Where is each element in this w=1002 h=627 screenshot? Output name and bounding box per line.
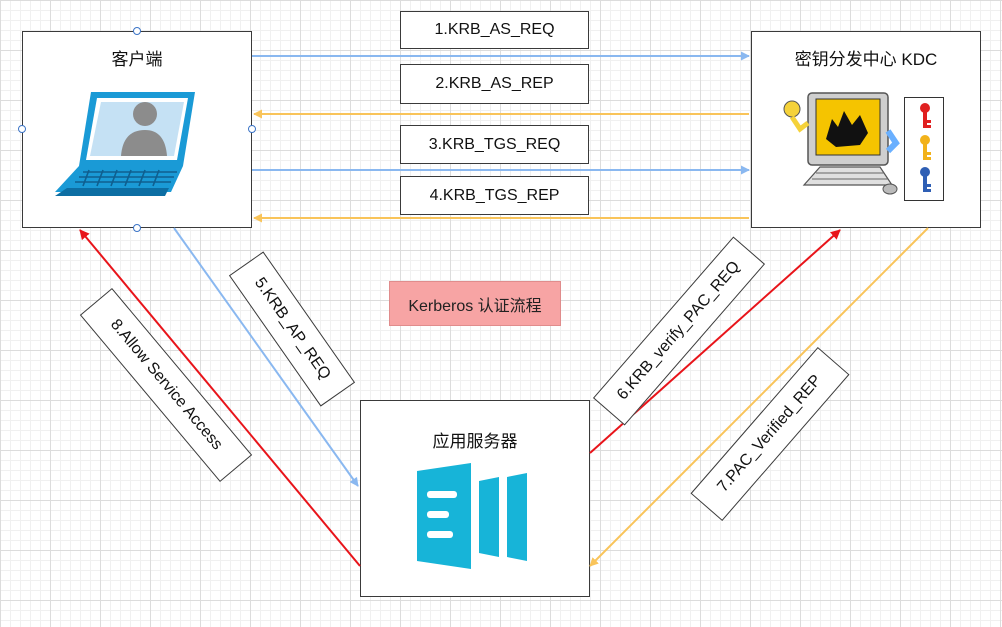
key-panel — [904, 97, 944, 201]
key-icon — [920, 103, 931, 192]
arrow-ap-req — [173, 227, 359, 487]
message-label-as-rep[interactable]: 2.KRB_AS_REP — [400, 64, 589, 104]
message-label-as-req[interactable]: 1.KRB_AS_REQ — [400, 11, 589, 49]
arrow-allow-access — [79, 229, 361, 567]
selection-handle[interactable] — [133, 27, 141, 35]
message-label-tgs-rep[interactable]: 4.KRB_TGS_REP — [400, 176, 589, 215]
laptop-icon — [55, 92, 195, 196]
cerberus-computer-icon — [783, 92, 900, 195]
app-server-label: 应用服务器 — [432, 432, 518, 451]
selection-handle[interactable] — [18, 125, 26, 133]
selection-handle[interactable] — [248, 125, 256, 133]
app-server-node[interactable]: 应用服务器 — [360, 400, 590, 597]
client-node[interactable]: 客户端 — [22, 31, 252, 228]
arrow-pac-verified-rep — [589, 227, 929, 567]
message-label-tgs-req[interactable]: 3.KRB_TGS_REQ — [400, 125, 589, 164]
server-app-icon — [417, 463, 527, 569]
diagram-title[interactable]: Kerberos 认证流程 — [389, 281, 561, 326]
kdc-node[interactable]: 密钥分发中心 KDC — [751, 31, 981, 228]
client-label: 客户端 — [111, 50, 163, 69]
selection-handle[interactable] — [133, 224, 141, 232]
kdc-label: 密钥分发中心 KDC — [794, 50, 938, 69]
